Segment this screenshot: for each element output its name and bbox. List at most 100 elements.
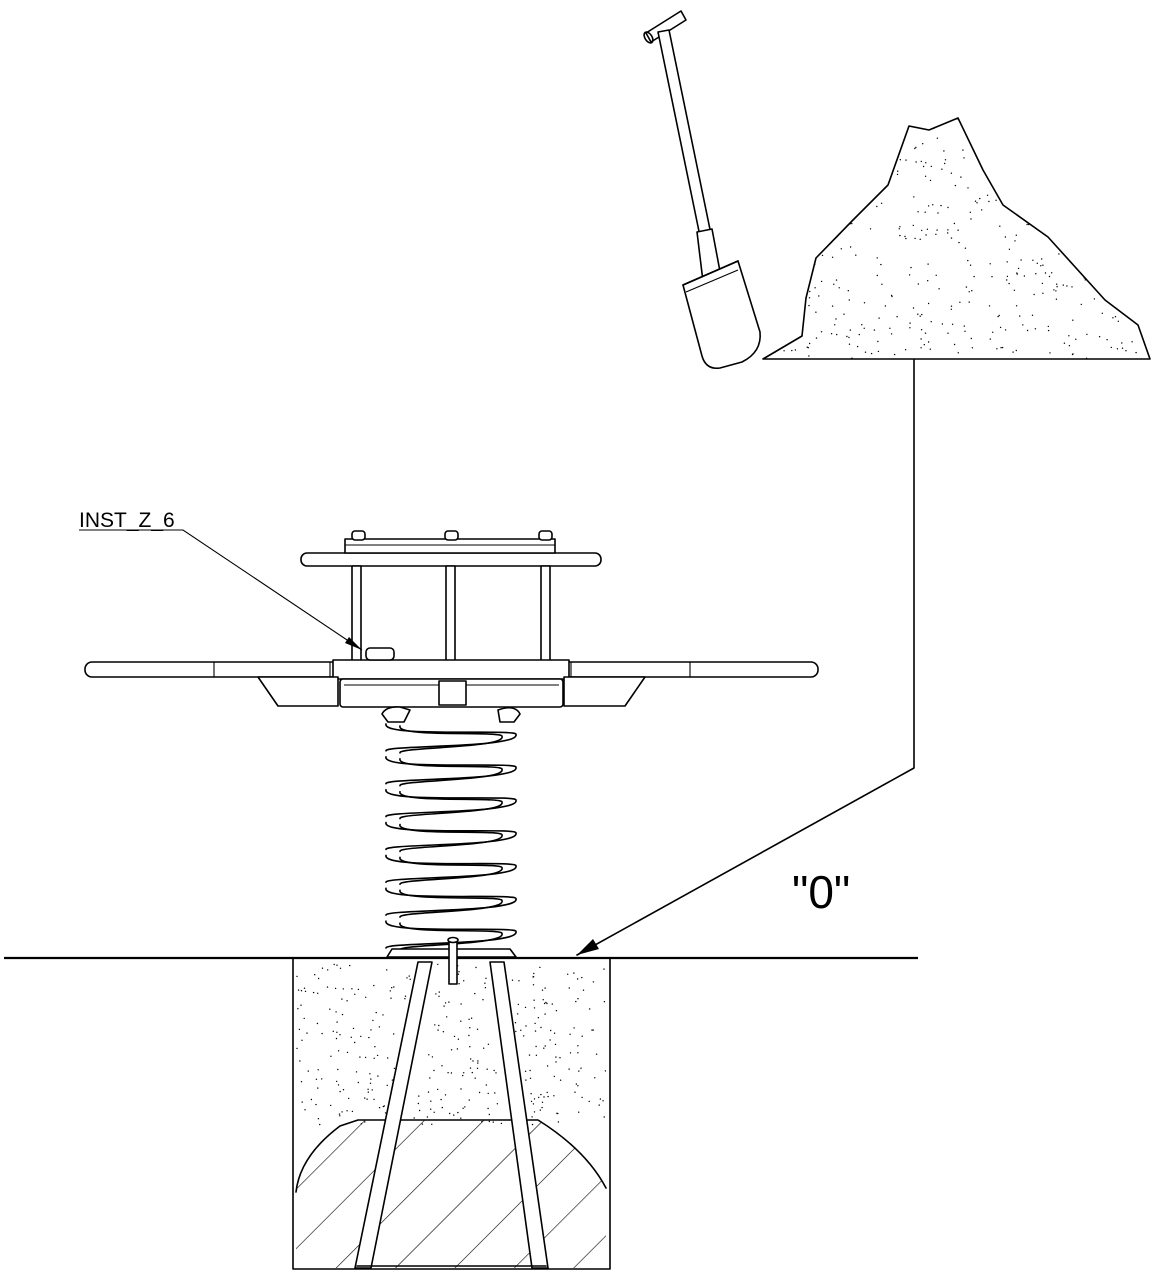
concrete-stipple bbox=[393, 1067, 396, 1070]
soil-stipple bbox=[905, 159, 907, 161]
soil-stipple bbox=[950, 172, 953, 174]
soil-stipple bbox=[836, 236, 838, 238]
soil-stipple bbox=[1022, 324, 1024, 326]
soil-stipple bbox=[999, 326, 1002, 329]
soil-stipple bbox=[881, 283, 883, 285]
concrete-stipple bbox=[359, 1056, 361, 1058]
concrete-stipple bbox=[580, 1067, 582, 1069]
soil-stipple bbox=[1033, 293, 1035, 296]
concrete-stipple bbox=[301, 1101, 303, 1103]
concrete-stipple bbox=[438, 991, 440, 993]
soil-stipple bbox=[1055, 290, 1057, 292]
soil-stipple bbox=[877, 350, 880, 353]
concrete-stipple bbox=[604, 1070, 607, 1072]
soil-stipple bbox=[877, 340, 879, 343]
soil-stipple bbox=[909, 327, 911, 329]
concrete-stipple bbox=[530, 1100, 533, 1103]
concrete-stipple bbox=[525, 1025, 527, 1027]
concrete-stipple bbox=[304, 990, 307, 993]
concrete-stipple bbox=[317, 1069, 319, 1071]
concrete-stipple bbox=[581, 1035, 583, 1037]
soil-stipple bbox=[947, 332, 949, 334]
concrete-stipple bbox=[384, 1112, 387, 1114]
soil-stipple bbox=[808, 355, 810, 357]
soil-stipple bbox=[970, 218, 972, 220]
concrete-stipple bbox=[370, 1029, 372, 1031]
soil-stipple bbox=[1075, 338, 1077, 340]
soil-stipple bbox=[926, 228, 929, 230]
concrete-stipple bbox=[375, 1011, 377, 1014]
concrete-stipple bbox=[429, 1077, 431, 1079]
concrete-stipple bbox=[354, 993, 356, 995]
soil-stipple bbox=[848, 299, 850, 301]
soil-stipple bbox=[1093, 298, 1096, 300]
soil-stipple bbox=[920, 160, 922, 163]
concrete-stipple bbox=[372, 1019, 374, 1022]
concrete-stipple bbox=[351, 1110, 354, 1113]
soil-stipple bbox=[1017, 267, 1020, 270]
concrete-stipple bbox=[492, 1121, 494, 1123]
concrete-stipple bbox=[594, 1077, 596, 1079]
concrete-stipple bbox=[296, 1047, 298, 1050]
soil-stipple bbox=[861, 324, 863, 326]
concrete-stipple bbox=[575, 1083, 578, 1085]
soil-stipple bbox=[989, 338, 991, 340]
soil-stipple bbox=[958, 241, 960, 244]
soil-stipple bbox=[1042, 292, 1044, 294]
concrete-stipple bbox=[370, 1078, 372, 1080]
soil-stipple bbox=[917, 283, 919, 285]
concrete-stipple bbox=[567, 973, 569, 975]
soil-stipple bbox=[976, 202, 978, 204]
concrete-stipple bbox=[321, 1032, 323, 1035]
concrete-stipple bbox=[438, 995, 440, 997]
concrete-stipple bbox=[553, 1032, 556, 1034]
concrete-stipple bbox=[477, 1060, 479, 1062]
concrete-stipple bbox=[307, 1070, 309, 1072]
soil-stipple bbox=[936, 229, 938, 231]
concrete-stipple bbox=[315, 1078, 318, 1081]
soil-stipple bbox=[909, 322, 911, 324]
soil-stipple bbox=[815, 311, 817, 313]
concrete-stipple bbox=[341, 1013, 344, 1016]
concrete-stipple bbox=[360, 1123, 363, 1125]
soil-stipple bbox=[1015, 234, 1017, 236]
soil-stipple bbox=[950, 237, 953, 239]
soil-stipple bbox=[876, 274, 878, 277]
concrete-stipple bbox=[391, 1079, 394, 1081]
concrete-stipple bbox=[520, 1029, 522, 1032]
concrete-stipple bbox=[462, 1074, 464, 1077]
soil-stipple bbox=[941, 323, 944, 325]
concrete-stipple bbox=[346, 1110, 348, 1112]
soil-stipple bbox=[1041, 282, 1044, 285]
soil-stipple bbox=[988, 200, 990, 203]
soil-stipple bbox=[925, 234, 927, 236]
concrete-stipple bbox=[592, 981, 595, 983]
soil-stipple bbox=[833, 283, 835, 285]
soil-stipple bbox=[964, 247, 967, 249]
concrete-stipple bbox=[371, 1089, 373, 1091]
concrete-stipple bbox=[581, 1096, 583, 1099]
concrete-stipple bbox=[373, 984, 375, 987]
soil-stipple bbox=[899, 159, 901, 161]
soil-stipple bbox=[1042, 264, 1044, 266]
soil-stipple bbox=[938, 288, 940, 290]
concrete-stipple bbox=[589, 1008, 591, 1010]
concrete-stipple bbox=[441, 1106, 443, 1109]
concrete-stipple bbox=[364, 1056, 367, 1059]
concrete-stipple bbox=[327, 969, 329, 971]
soil-stipple bbox=[917, 211, 919, 213]
soil-stipple bbox=[968, 291, 970, 293]
soil-stipple bbox=[967, 187, 969, 189]
soil-stipple bbox=[954, 184, 957, 187]
soil-stipple bbox=[974, 200, 977, 202]
soil-stipple bbox=[905, 237, 907, 240]
soil-stipple bbox=[1006, 279, 1008, 281]
soil-stipple bbox=[944, 159, 947, 161]
concrete-stipple bbox=[468, 1099, 470, 1101]
soil-stipple bbox=[1051, 272, 1053, 274]
concrete-stipple bbox=[529, 1069, 531, 1072]
concrete-stipple bbox=[533, 1098, 536, 1100]
soil-stipple bbox=[914, 147, 916, 150]
concrete-stipple bbox=[300, 1081, 303, 1083]
concrete-stipple bbox=[393, 986, 395, 988]
